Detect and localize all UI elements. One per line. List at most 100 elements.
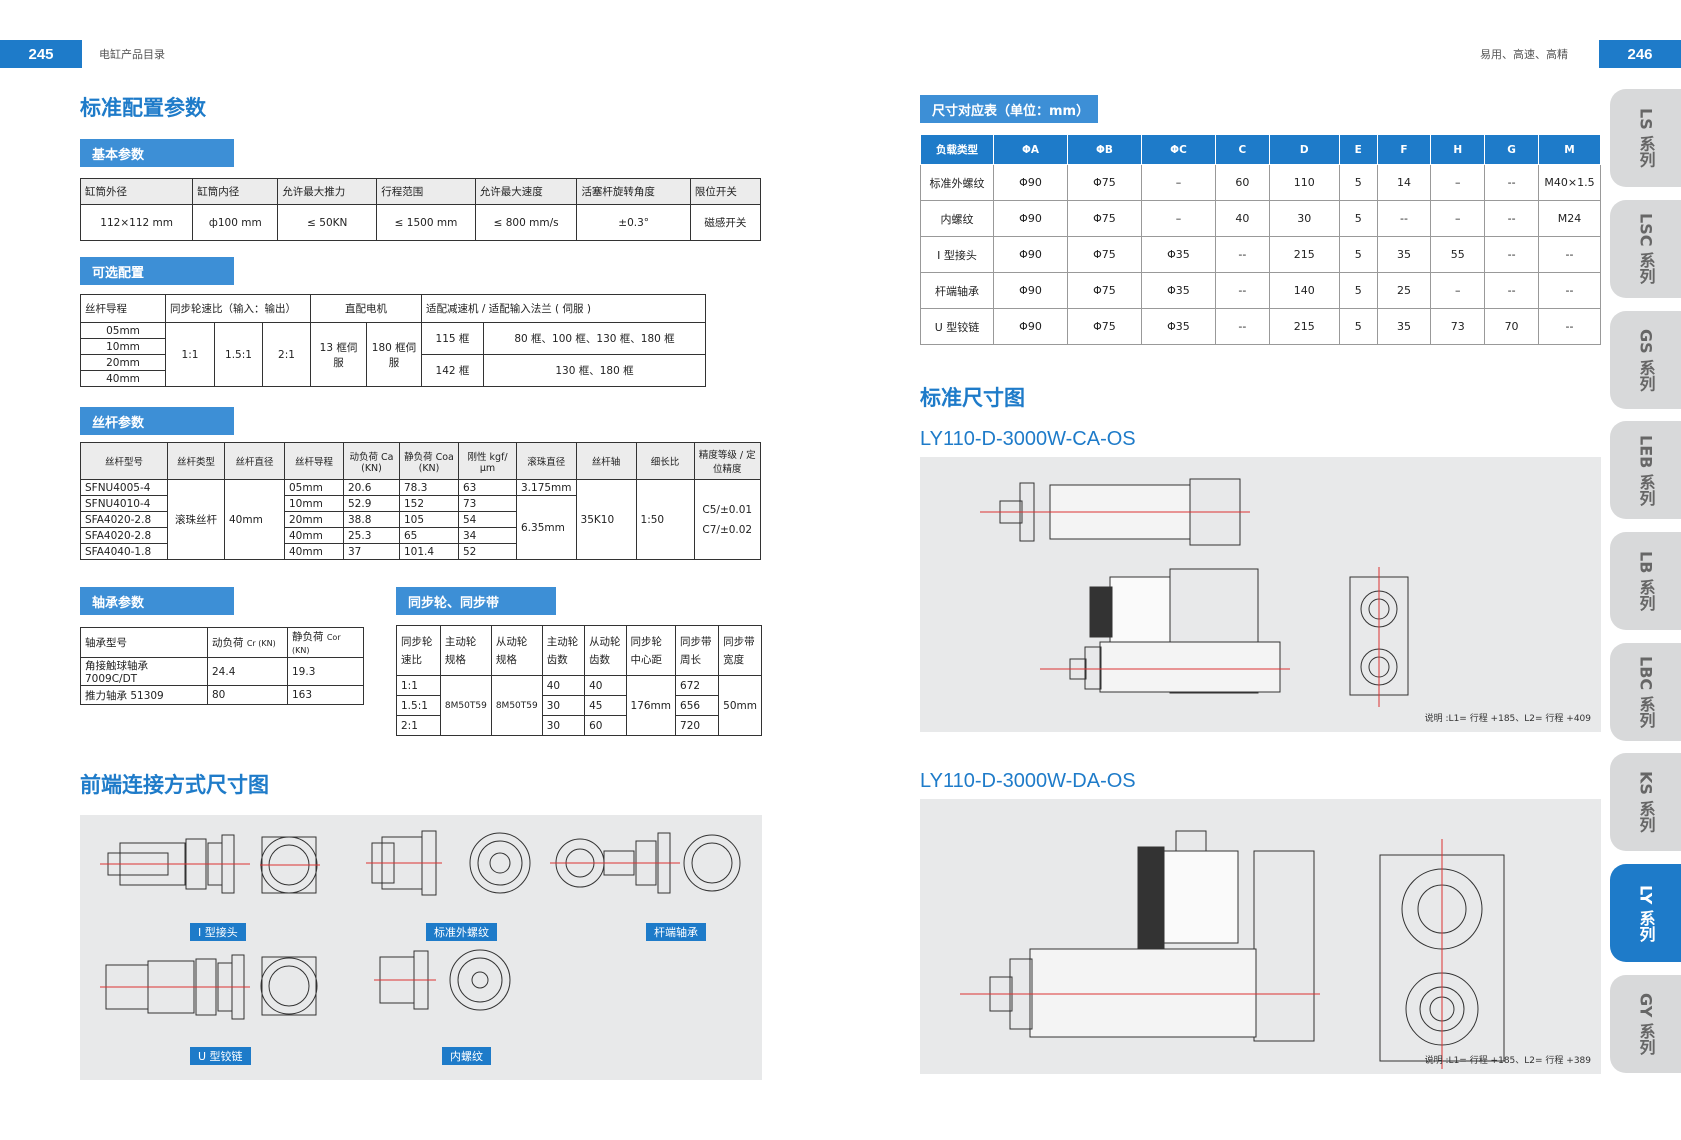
cell: 活塞杆旋转角度 bbox=[576, 178, 691, 205]
cell: ΦC bbox=[1140, 134, 1216, 165]
tab-lsc-series[interactable]: LSC 系列 bbox=[1610, 200, 1681, 298]
cell: – bbox=[1430, 164, 1486, 201]
tab-gs-series[interactable]: GS 系列 bbox=[1610, 311, 1681, 409]
cell: 30 bbox=[541, 715, 586, 736]
basic-params-table: 缸筒外径 缸筒内径 允许最大推力 行程范围 允许最大速度 活塞杆旋转角度 限位开… bbox=[79, 178, 762, 241]
cell: – bbox=[1140, 200, 1216, 237]
cell: 65 bbox=[399, 527, 459, 544]
cell: 从动轮规格 bbox=[490, 625, 543, 676]
cell: 5 bbox=[1338, 164, 1378, 201]
cell: Φ75 bbox=[1066, 272, 1142, 309]
catalog-title: 电缸产品目录 bbox=[99, 48, 165, 61]
cell: 2:1 bbox=[396, 715, 441, 736]
cell: SFA4020-2.8 bbox=[80, 527, 168, 544]
cell: 40mm bbox=[224, 479, 285, 560]
cell: 40 bbox=[541, 675, 586, 696]
cell: 6.35mm bbox=[516, 495, 577, 560]
cell: ±0.3° bbox=[576, 204, 691, 241]
tab-ls-series[interactable]: LS 系列 bbox=[1610, 89, 1681, 187]
caption-u-joint: U 型铰链 bbox=[190, 1047, 251, 1065]
cell: Φ75 bbox=[1066, 164, 1142, 201]
model-da-title: LY110-D-3000W-DA-OS bbox=[920, 770, 1136, 792]
cell: I 型接头 bbox=[920, 236, 994, 273]
tab-ly-series[interactable]: LY 系列 bbox=[1610, 864, 1681, 962]
cell: 54 bbox=[458, 511, 517, 528]
model-da-drawing: 说明 :L1= 行程 +185、L2= 行程 +389 bbox=[920, 799, 1601, 1074]
unit: Cor (KN) bbox=[292, 633, 341, 655]
cell: 05mm bbox=[284, 479, 344, 496]
cell: -- bbox=[1538, 236, 1601, 273]
cell: E bbox=[1338, 134, 1378, 165]
cell: 同步轮速比（输入：输出） bbox=[165, 294, 311, 323]
cell: 刚性 kgf/μm bbox=[458, 442, 517, 480]
cell: -- bbox=[1484, 236, 1539, 273]
cell: 适配减速机 / 适配输入法兰 ( 伺服 ) bbox=[421, 294, 706, 323]
cell: 丝杆导程 bbox=[284, 442, 344, 480]
belt-params-bar: 同步轮、同步带 bbox=[396, 587, 556, 615]
cell: M bbox=[1538, 134, 1601, 165]
cell: 5 bbox=[1338, 200, 1378, 237]
tab-gy-series[interactable]: GY 系列 bbox=[1610, 975, 1681, 1073]
tab-leb-series[interactable]: LEB 系列 bbox=[1610, 421, 1681, 519]
cell: SFA4040-1.8 bbox=[80, 543, 168, 560]
cell: 1:1 bbox=[396, 675, 441, 696]
cell: 1:50 bbox=[635, 479, 695, 560]
cell: 63 bbox=[458, 479, 517, 496]
cell: 角接触球轴承 7009C/DT bbox=[80, 657, 208, 686]
cell: 70 bbox=[1484, 308, 1539, 345]
cell: 215 bbox=[1268, 308, 1340, 345]
tab-lbc-series[interactable]: LBC 系列 bbox=[1610, 643, 1681, 741]
cell: SFA4020-2.8 bbox=[80, 511, 168, 528]
cell: 细长比 bbox=[635, 442, 695, 480]
cell: Φ35 bbox=[1140, 236, 1216, 273]
cell: -- bbox=[1538, 308, 1601, 345]
tab-ks-series[interactable]: KS 系列 bbox=[1610, 753, 1681, 851]
cell: 2:1 bbox=[262, 322, 311, 387]
cell: 52.9 bbox=[343, 495, 400, 512]
cell: 同步带周长 bbox=[675, 625, 720, 676]
cell: 滚珠直径 bbox=[516, 442, 577, 480]
cell: 主动轮齿数 bbox=[541, 625, 586, 676]
cell: 同步轮速比 bbox=[396, 625, 441, 676]
left-page-number: 245 bbox=[0, 40, 82, 68]
cell: 140 bbox=[1268, 272, 1340, 309]
cell: Φ35 bbox=[1140, 272, 1216, 309]
cell: 176mm bbox=[625, 675, 677, 736]
optional-config-table: 丝杆导程 同步轮速比（输入：输出） 直配电机 适配减速机 / 适配输入法兰 ( … bbox=[80, 294, 706, 387]
cell: 20mm bbox=[284, 511, 344, 528]
cell: Φ90 bbox=[993, 272, 1068, 309]
cell: 同步带宽度 bbox=[718, 625, 762, 676]
bearing-params-bar: 轴承参数 bbox=[80, 587, 234, 615]
cell: 73 bbox=[1430, 308, 1486, 345]
cell: 标准外螺纹 bbox=[920, 164, 994, 201]
cell: 丝杆轴 bbox=[575, 442, 637, 480]
cell: 8M50T59 bbox=[439, 675, 492, 736]
cell: 50mm bbox=[718, 675, 762, 736]
cell: M40×1.5 bbox=[1538, 164, 1601, 201]
cell: 45 bbox=[584, 695, 627, 716]
front-drawings-svg bbox=[100, 830, 741, 1020]
cell: -- bbox=[1538, 272, 1601, 309]
cell: – bbox=[1140, 164, 1216, 201]
cell: 25.3 bbox=[343, 527, 400, 544]
cell: 40 bbox=[1214, 200, 1270, 237]
cell: 25 bbox=[1376, 272, 1432, 309]
tab-lb-series[interactable]: LB 系列 bbox=[1610, 532, 1681, 630]
cell: 限位开关 bbox=[689, 178, 762, 205]
caption-rod-end: 杆端轴承 bbox=[646, 923, 706, 941]
cell: 缸筒外径 bbox=[79, 178, 194, 205]
cell: 同步轮中心距 bbox=[625, 625, 677, 676]
cell: Φ90 bbox=[993, 164, 1068, 201]
cell: 3.175mm bbox=[516, 479, 577, 496]
caption-i-joint: I 型接头 bbox=[190, 923, 246, 941]
cell: 80 框、100 框、130 框、180 框 bbox=[483, 322, 706, 355]
cell: 从动轮齿数 bbox=[584, 625, 627, 676]
cell: 142 框 bbox=[421, 354, 484, 387]
cell: 115 框 bbox=[421, 322, 484, 355]
cell: 允许最大速度 bbox=[474, 178, 578, 205]
cell: – bbox=[1430, 272, 1486, 309]
cell: 34 bbox=[458, 527, 517, 544]
cell: 丝杆类型 bbox=[167, 442, 225, 480]
cell: 1:1 bbox=[165, 322, 215, 387]
cell: ΦA bbox=[993, 134, 1068, 165]
